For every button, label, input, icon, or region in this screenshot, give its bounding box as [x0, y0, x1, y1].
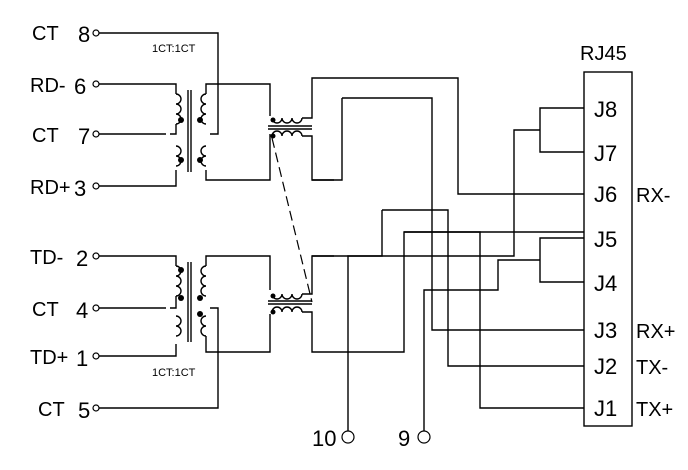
signal-rx-plus: RX+ [636, 321, 675, 343]
lower-sec-bottom [205, 314, 271, 353]
wire-to-j6 [302, 77, 584, 195]
lower-choke-dot-1 [270, 293, 276, 299]
upper-dot-2 [178, 157, 184, 163]
pin-j7: J7 [594, 141, 617, 166]
lower-choke-out-top [302, 255, 334, 295]
lower-ratio-label: 1CT:1CT [152, 367, 196, 379]
bridge-j5-j4 [539, 237, 584, 283]
lower-secondary-coil [200, 265, 207, 337]
terminal-label-ct7: CT [32, 125, 59, 147]
lower-choke-bottom-coil [271, 306, 303, 313]
upper-primary-tap [170, 124, 177, 135]
upper-choke-dot-2 [270, 133, 276, 139]
lower-primary-coil [175, 265, 182, 337]
bridge-j8-j7 [539, 107, 584, 153]
terminal-circle-3 [92, 182, 100, 190]
upper-choke-bottom-coil [271, 130, 303, 137]
terminal-label-ct5: CT [38, 399, 65, 421]
upper-transformer: 1CT:1CT [99, 32, 271, 187]
wire-rd-plus [99, 170, 177, 187]
bottom-terminals: 10 9 [312, 426, 431, 451]
signal-tx-minus: TX- [636, 357, 668, 379]
pin-j5: J5 [594, 227, 617, 252]
wire-to-j2 [382, 209, 584, 367]
lower-choke-dot-2 [270, 309, 276, 315]
upper-primary-coil [175, 93, 182, 167]
coupling-dash-line [271, 137, 313, 303]
wire-j2-left [312, 210, 383, 257]
terminal-label-10: 10 [312, 426, 336, 451]
lower-transformer: 1CT:1CT [99, 255, 271, 409]
terminal-circle-10 [341, 430, 355, 444]
wire-ct5 [99, 307, 219, 409]
terminal-label-rd-minus: RD- [30, 75, 66, 97]
terminal-pin-4: 4 [76, 298, 88, 323]
pin-j1: J1 [594, 396, 617, 421]
terminal-label-ct8: CT [32, 23, 59, 45]
upper-sec-top [205, 83, 271, 116]
terminal-pin-5: 5 [78, 398, 90, 423]
pin-j4: J4 [594, 271, 617, 296]
lower-choke [268, 231, 584, 353]
terminal-label-td-minus: TD- [30, 247, 63, 269]
wire-td-plus [99, 344, 177, 357]
wire-j3-left [312, 98, 343, 181]
wire-to-j3 [342, 97, 584, 331]
signal-rx-minus: RX- [636, 185, 670, 207]
rj45-body [583, 71, 633, 427]
terminal-pin-1: 1 [76, 346, 88, 371]
terminal-pin-7: 7 [78, 124, 90, 149]
signal-tx-plus: TX+ [636, 399, 673, 421]
upper-secondary-coil [200, 93, 207, 167]
lower-choke-out-bottom [302, 231, 584, 353]
terminal-pin-3: 3 [74, 176, 86, 201]
terminal-label-ct4: CT [32, 299, 59, 321]
upper-choke-out-bottom [302, 135, 334, 181]
pin-j8: J8 [594, 97, 617, 122]
terminal-circle-5 [92, 404, 100, 412]
terminal-label-rd-plus: RD+ [30, 177, 71, 199]
lower-dot-2 [178, 295, 184, 301]
terminal-circle-2 [92, 252, 100, 260]
upper-choke-top-coil [271, 117, 303, 124]
terminal-circle-6 [92, 80, 100, 88]
terminal-circle-4 [92, 304, 100, 312]
terminal-circle-1 [92, 352, 100, 360]
terminal-circle-9 [417, 430, 431, 444]
lower-choke-top-coil [271, 293, 303, 300]
terminal-circle-7 [92, 130, 100, 138]
terminal-pin-2: 2 [76, 246, 88, 271]
terminal-label-td-plus: TD+ [30, 347, 68, 369]
lower-dot-1 [178, 267, 184, 273]
pin-j3: J3 [594, 318, 617, 343]
rj45-connector: RJ45 J8 J7 J6 J5 J4 J3 J2 J1 RX- RX+ TX-… [580, 43, 675, 427]
pin-j2: J2 [594, 354, 617, 379]
wire-rd-minus [99, 83, 177, 94]
upper-ratio-label: 1CT:1CT [152, 43, 196, 55]
left-terminal-labels: CT 8 RD- 6 CT 7 RD+ 3 TD- 2 CT 4 TD+ 1 C… [30, 22, 90, 423]
terminal-label-9: 9 [398, 426, 410, 451]
upper-sec-bottom [205, 134, 271, 181]
terminal-circle-8 [92, 29, 100, 37]
lower-sec-top [205, 255, 271, 290]
terminal-pin-6: 6 [74, 74, 86, 99]
wire-terminal-9 [423, 259, 540, 432]
upper-choke [268, 77, 584, 195]
lower-dot-4 [197, 311, 203, 317]
upper-dot-3 [197, 117, 203, 123]
upper-dot-1 [178, 117, 184, 123]
wire-terminal-10 [347, 129, 540, 432]
lower-dot-3 [197, 295, 203, 301]
rj45-title: RJ45 [580, 43, 627, 65]
lower-primary-tap [170, 296, 177, 309]
left-terminal-circles [92, 29, 100, 412]
upper-choke-dot-1 [270, 117, 276, 123]
upper-dot-4 [197, 157, 203, 163]
routing-wires [312, 97, 584, 432]
wire-td-minus [99, 255, 177, 266]
wire-to-j1 [404, 231, 584, 409]
pin-j6: J6 [594, 182, 617, 207]
terminal-pin-8: 8 [78, 22, 90, 47]
